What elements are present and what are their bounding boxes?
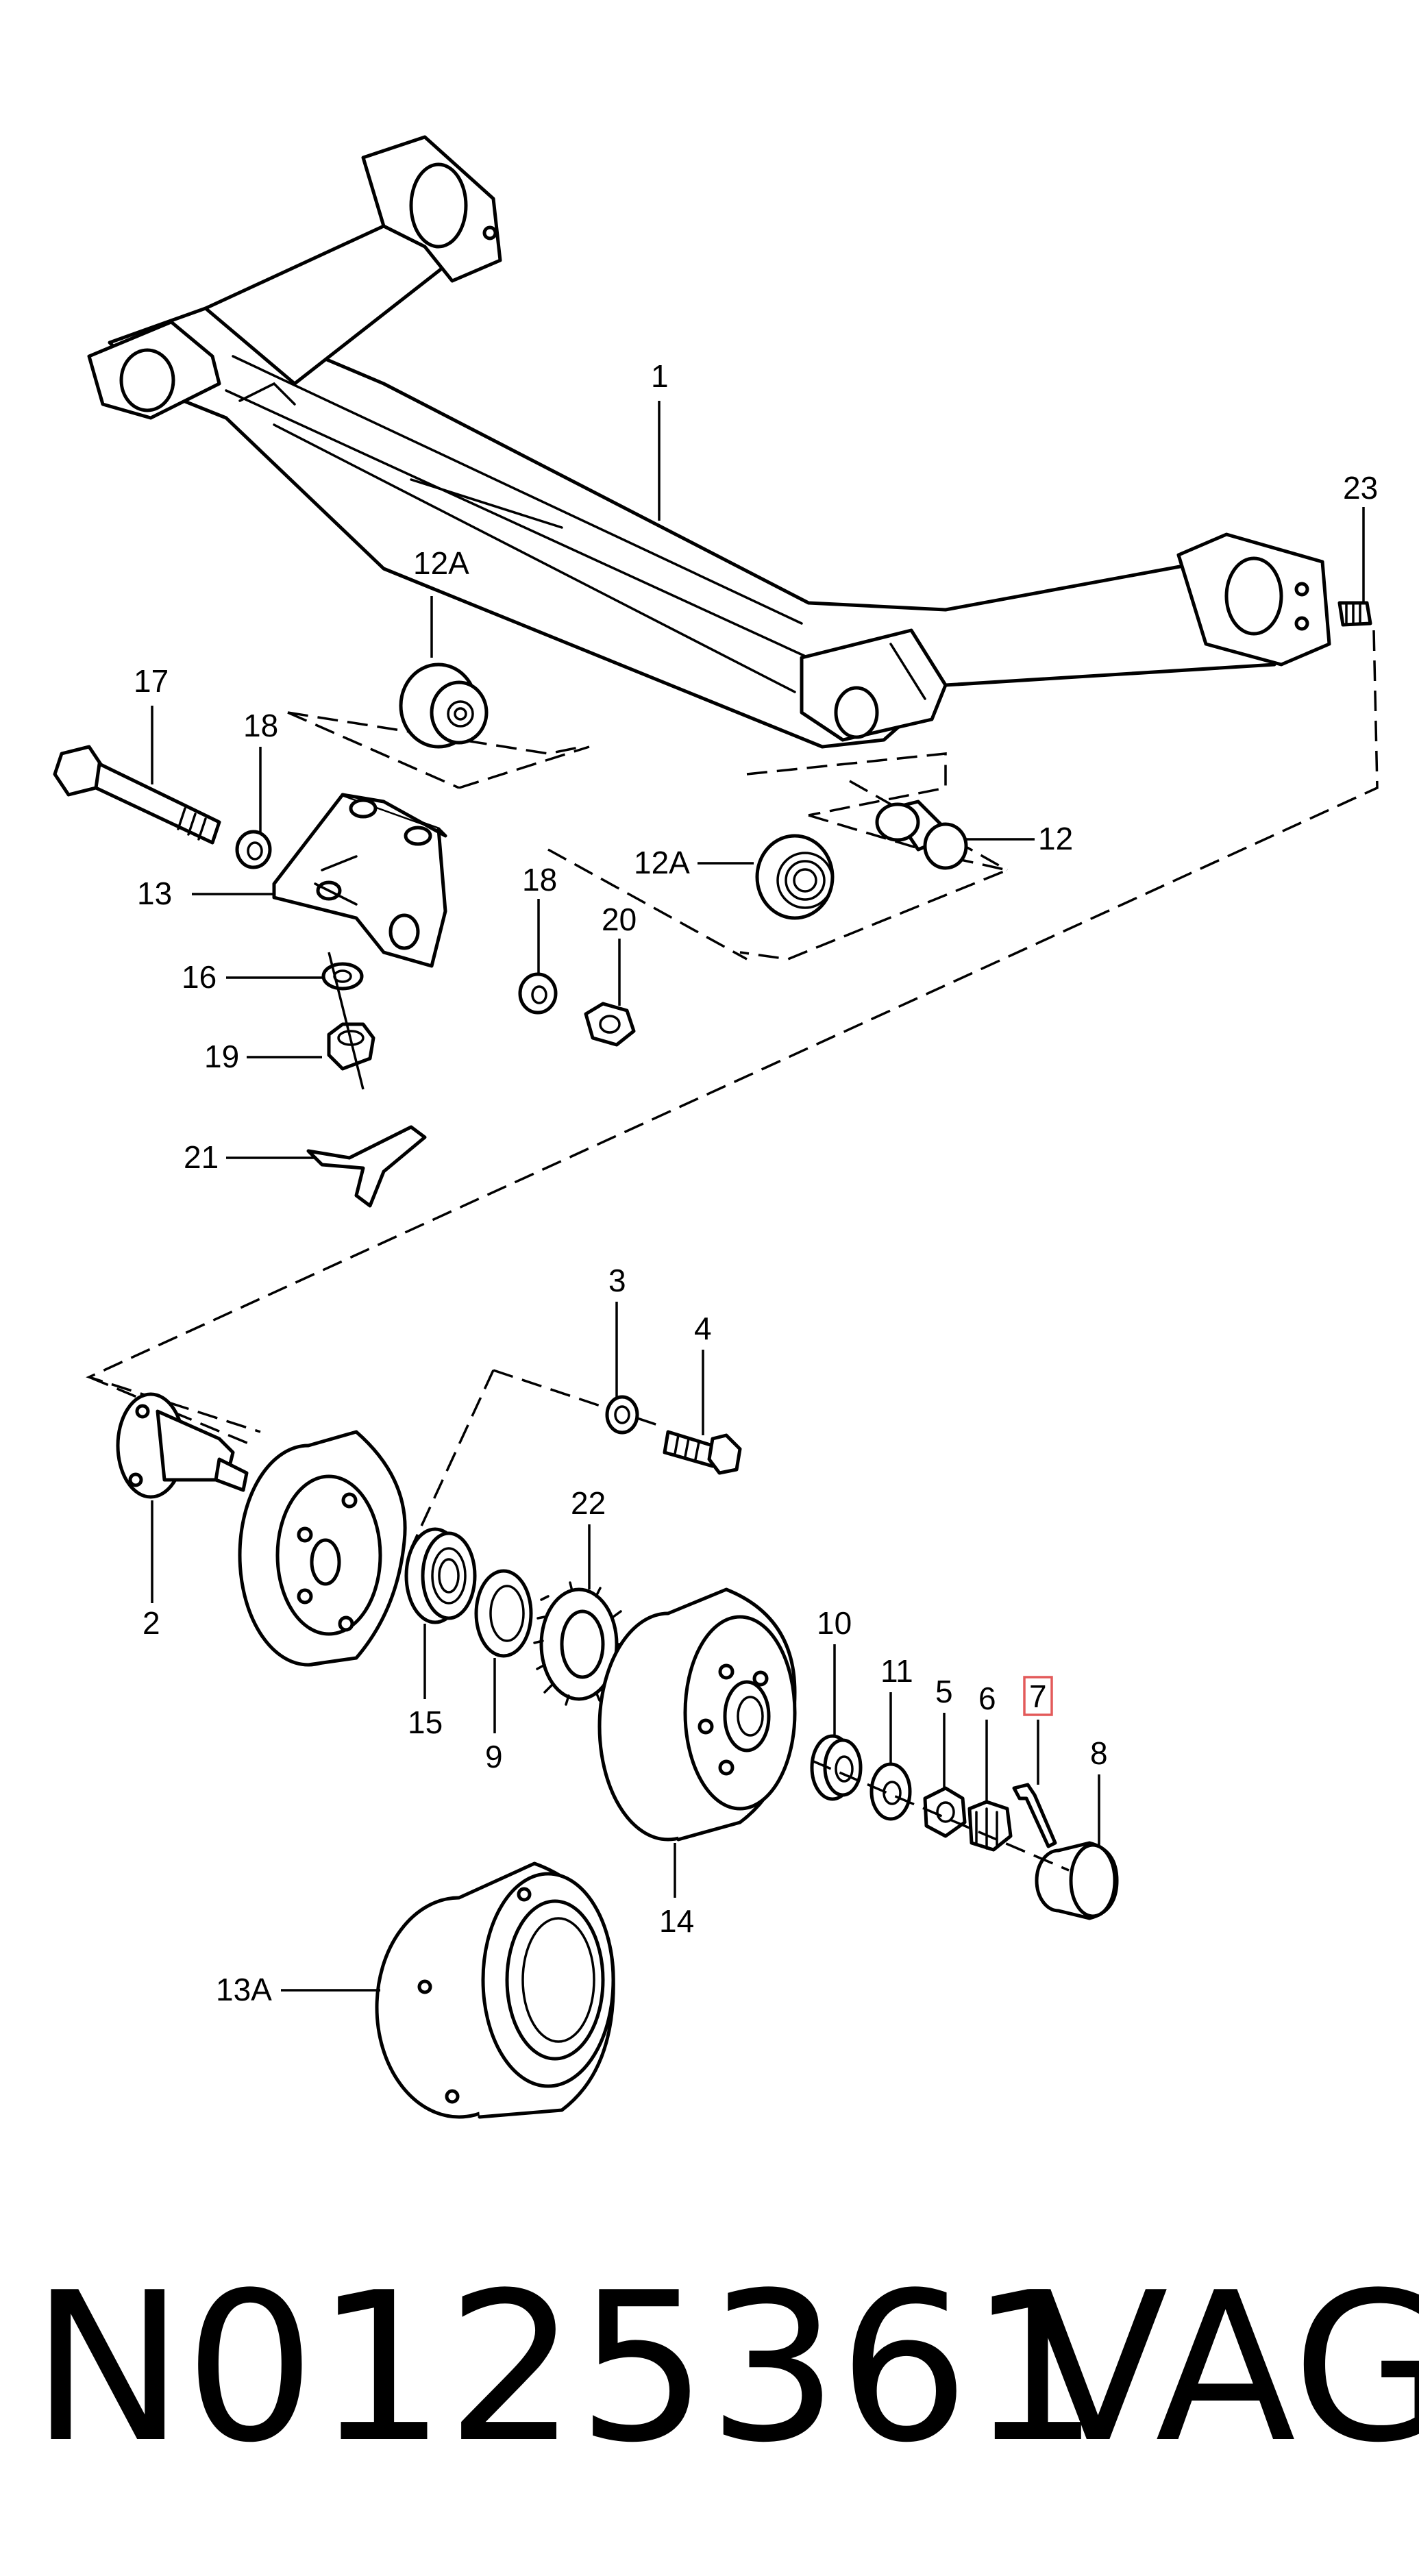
label-1: 1 [651, 358, 669, 394]
label-19: 19 [204, 1039, 239, 1074]
wheel-bearing-13a [375, 1861, 615, 2119]
bracket-axis-line [328, 952, 365, 1090]
label-12: 12 [1038, 821, 1073, 856]
label-11: 11 [880, 1653, 913, 1689]
label-23: 23 [1343, 470, 1378, 506]
stud-23 [1337, 601, 1372, 627]
hub-axis-line [811, 1759, 1070, 1872]
label-5: 5 [935, 1674, 953, 1709]
label-22: 22 [571, 1485, 606, 1521]
bushing-12 [875, 800, 968, 870]
lock-ring-6 [967, 1800, 1013, 1852]
washer-18-right [518, 972, 558, 1015]
stub-axle-2 [116, 1392, 249, 1499]
highlight-box-7 [1023, 1676, 1053, 1716]
label-10: 10 [817, 1605, 852, 1641]
label-14: 14 [659, 1903, 694, 1939]
nut-20 [584, 1002, 636, 1047]
nut-19 [327, 1022, 375, 1071]
bearing-9 [474, 1569, 533, 1658]
label-6: 6 [978, 1681, 996, 1716]
label-21: 21 [184, 1139, 219, 1175]
clip-21 [306, 1125, 427, 1208]
part-labels: 1 23 12A 17 18 13 16 19 21 18 20 12A 12 … [134, 358, 1378, 2007]
label-18-right: 18 [522, 862, 557, 897]
rear-axle-beam [87, 135, 1331, 749]
label-8: 8 [1090, 1735, 1108, 1771]
label-18-left: 18 [243, 708, 278, 743]
label-13: 13 [137, 876, 172, 911]
brake-drum-14 [597, 1587, 797, 1842]
part-number: N0125361 [31, 2249, 1100, 2488]
bushing-12a-top [399, 662, 489, 749]
washer-11 [869, 1762, 912, 1821]
cotter-pin-7 [1012, 1783, 1057, 1848]
label-13a: 13A [216, 1972, 272, 2007]
grease-cap-8 [1035, 1841, 1119, 1920]
label-20: 20 [602, 902, 637, 937]
brake-backing-plate [238, 1430, 407, 1667]
label-4: 4 [694, 1311, 712, 1346]
nut-5 [923, 1786, 967, 1838]
label-16: 16 [182, 959, 217, 995]
washer-18-left [235, 830, 272, 869]
label-17: 17 [134, 663, 169, 699]
label-12a-middle: 12A [634, 845, 690, 880]
bushing-12a-middle [755, 834, 835, 920]
bearing-10 [810, 1734, 863, 1801]
brand-name: VAG [1028, 2249, 1419, 2488]
bolt-17 [53, 745, 221, 845]
label-12a-top: 12A [413, 545, 469, 581]
footer: N0125361 VAG [31, 2249, 1419, 2488]
sensor-ring-22 [533, 1581, 626, 1706]
bearing-15 [404, 1527, 477, 1624]
label-3: 3 [608, 1263, 626, 1298]
label-9: 9 [485, 1739, 503, 1774]
assembly-dashed-lines [86, 630, 1379, 1549]
label-15: 15 [408, 1705, 443, 1740]
spring-washer-3 [605, 1395, 639, 1435]
label-2: 2 [143, 1605, 160, 1641]
bolt-4 [663, 1430, 742, 1475]
bracket-13 [272, 793, 447, 968]
label-7: 7 [1029, 1679, 1047, 1714]
leader-lines [151, 401, 1365, 1992]
washer-16 [321, 962, 364, 991]
